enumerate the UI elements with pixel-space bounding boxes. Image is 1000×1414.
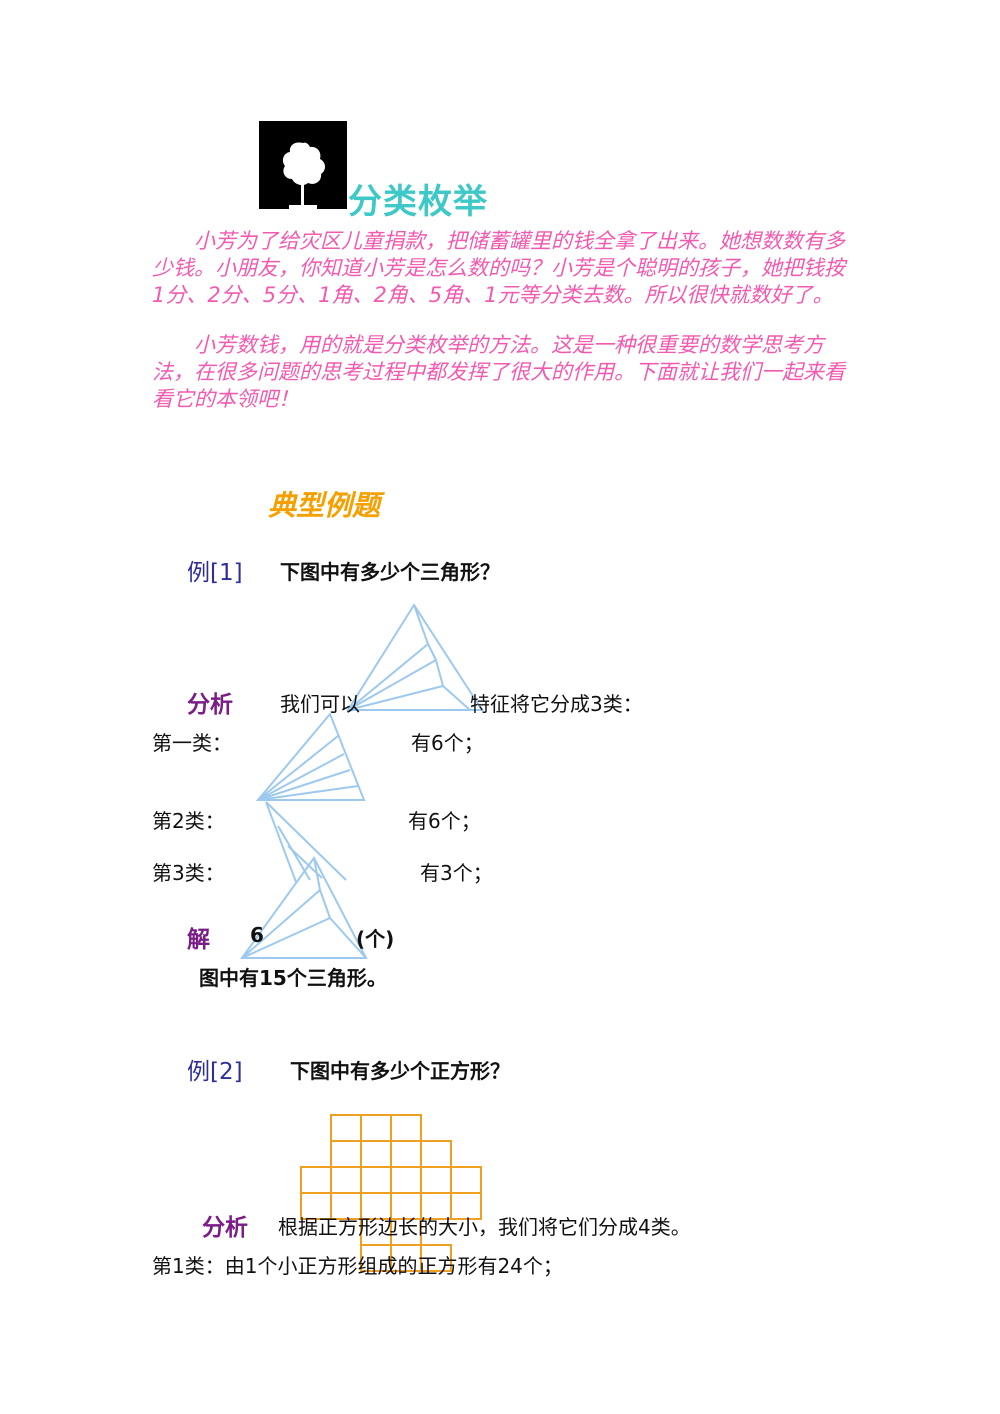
- example-2-analysis-label: 分析: [202, 1215, 248, 1241]
- example-2-label: 例[2]: [187, 1059, 243, 1085]
- example-1-analysis-text-a: 我们可以: [280, 692, 360, 716]
- example-2-square-grid-figure: [300, 1114, 482, 1272]
- class-1-count: 有6个；: [411, 731, 484, 755]
- example-1-triangle-figure: [346, 603, 484, 711]
- class-1-triangle-figure: [255, 712, 366, 801]
- example-1-analysis-label: 分析: [187, 692, 233, 718]
- example-1-solution-label: 解: [187, 927, 210, 953]
- class-2-3-triangle-figure: [240, 801, 368, 959]
- tree-silhouette-icon: [259, 121, 347, 209]
- class-3-count: 有3个；: [420, 861, 493, 885]
- example-2-question: 下图中有多少个正方形？: [290, 1059, 510, 1083]
- example-1-question: 下图中有多少个三角形？: [280, 560, 500, 584]
- example-1-conclusion: 图中有15个三角形。: [199, 966, 387, 990]
- example-1-analysis-text-b: 特征将它分成3类：: [470, 692, 643, 716]
- intro-paragraph-2: 小芳数钱，用的就是分类枚举的方法。这是一种很重要的数学思考方法，在很多问题的思考…: [152, 333, 845, 411]
- example-1-solution-text-a: 6: [250, 923, 264, 947]
- section-heading: 典型例题: [268, 489, 381, 522]
- example-1-solution-text-b: (个): [356, 927, 395, 951]
- page-title: 分类枚举: [348, 182, 488, 222]
- class-3-label: 第3类：: [152, 861, 225, 885]
- example-2-analysis-text: 根据正方形边长的大小，我们将它们分成4类。: [278, 1215, 691, 1239]
- example-1-label: 例[1]: [187, 560, 243, 586]
- class-2-count: 有6个；: [408, 809, 481, 833]
- example-2-class-1-text: 第1类：由1个小正方形组成的正方形有24个；: [152, 1254, 563, 1278]
- intro-paragraph-1: 小芳为了给灾区儿童捐款，把储蓄罐里的钱全拿了出来。她想数数有多少钱。小朋友，你知…: [152, 229, 845, 307]
- class-1-label: 第一类：: [152, 731, 232, 755]
- class-2-label: 第2类：: [152, 809, 225, 833]
